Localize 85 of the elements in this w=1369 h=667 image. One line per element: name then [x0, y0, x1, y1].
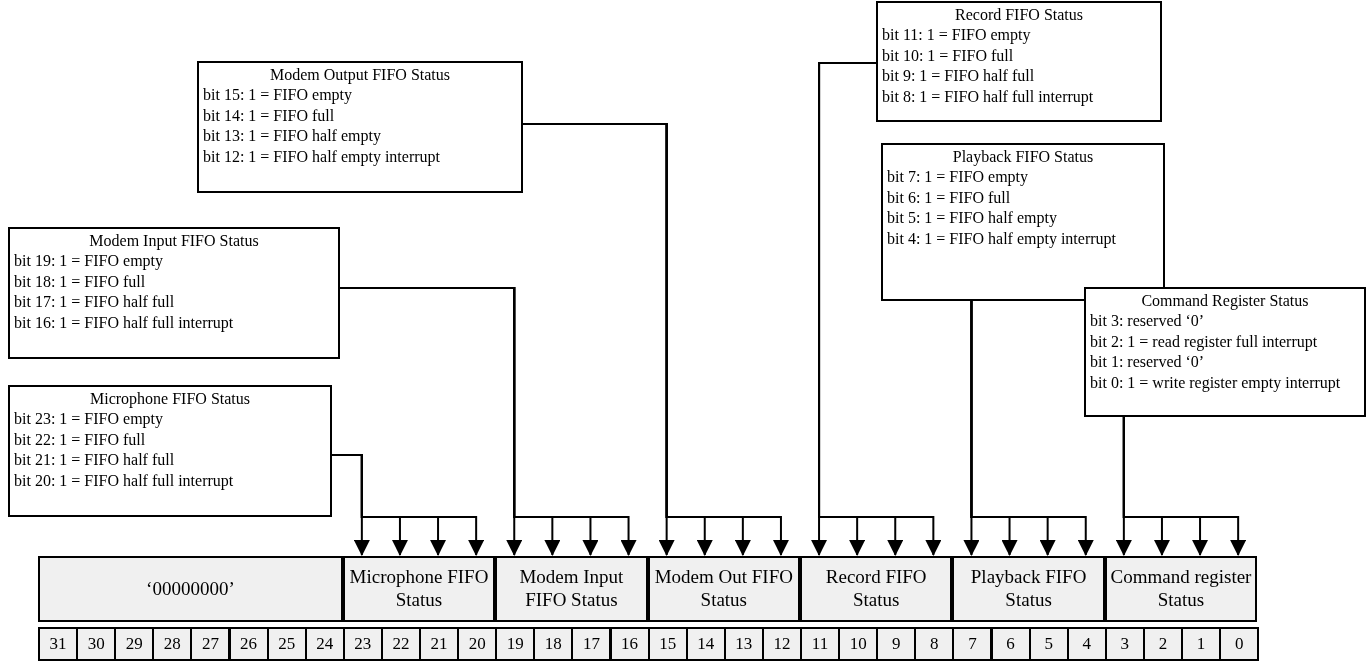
bit-description: bit 6: 1 = FIFO full: [887, 187, 1012, 208]
bit-description: bit 3: reserved ‘0’: [1090, 311, 1206, 332]
register-field-box: [342, 556, 496, 622]
bit-number-cell: 4: [1066, 627, 1107, 661]
arrow: [331, 454, 485, 556]
bit-description: bit 14: 1 = FIFO full: [203, 105, 336, 126]
field-label: ‘00000000’: [146, 577, 235, 601]
bit-description: bit 23: 1 = FIFO empty: [14, 409, 165, 430]
bit-number-cell: 7: [952, 627, 993, 661]
bit-description: bit 13: 1 = FIFO half empty: [203, 126, 382, 147]
bit-number-cell: 16: [609, 627, 650, 661]
bit-number-cell: 22: [380, 627, 421, 661]
status-description-box: [1084, 287, 1366, 417]
status-description-box: [197, 61, 523, 193]
bit-description: bit 18: 1 = FIFO full: [14, 271, 147, 292]
status-description-box: [8, 227, 340, 359]
bit-number-cell: 3: [1104, 627, 1145, 661]
bit-number-cell: 24: [304, 627, 345, 661]
bit-description: bit 9: 1 = FIFO half full: [882, 66, 1036, 87]
bit-number-cell: 25: [266, 627, 307, 661]
bit-number-cell: 18: [533, 627, 574, 661]
bit-number-cell: 31: [38, 627, 79, 661]
register-field-box: [647, 556, 800, 622]
bit-number-cell: 1: [1181, 627, 1222, 661]
bit-description: bit 10: 1 = FIFO full: [882, 45, 1015, 66]
bit-description: bit 5: 1 = FIFO half empty: [887, 208, 1058, 229]
register-field-box: [495, 556, 648, 622]
bit-description: bit 15: 1 = FIFO empty: [203, 85, 354, 106]
bit-number-cell: 19: [495, 627, 536, 661]
bit-number-cell: 27: [190, 627, 231, 661]
box-heading: Playback FIFO Status: [951, 147, 1095, 168]
bit-number-cell: 5: [1028, 627, 1069, 661]
bit-description: bit 19: 1 = FIFO empty: [14, 251, 165, 272]
bit-description: bit 11: 1 = FIFO empty: [882, 25, 1032, 46]
bit-number-cell: 13: [723, 627, 764, 661]
arrow: [818, 62, 942, 556]
box-heading: Record FIFO Status: [954, 5, 1084, 25]
field-label: Microphone FIFO Status: [348, 566, 490, 612]
arrow: [970, 300, 1094, 556]
bit-number-cell: 14: [685, 627, 726, 661]
bit-description: bit 20: 1 = FIFO half full interrupt: [14, 470, 235, 492]
status-description-box: [8, 385, 332, 517]
bit-number-cell: 29: [114, 627, 155, 661]
bit-number-cell: 8: [914, 627, 955, 661]
bit-number-cell: 11: [800, 627, 841, 661]
register-field-box: [800, 556, 953, 622]
bit-description: bit 16: 1 = FIFO half full interrupt: [14, 312, 235, 334]
bit-number-cell: 2: [1142, 627, 1183, 661]
bit-number-cell: 21: [419, 627, 460, 661]
bit-number-cell: 26: [228, 627, 269, 661]
bit-description: bit 12: 1 = FIFO half empty interrupt: [203, 146, 441, 168]
bit-description: bit 2: 1 = read register full interrupt: [1090, 331, 1319, 353]
bit-number-cell: 12: [761, 627, 802, 661]
status-description-box: [876, 1, 1162, 122]
box-heading: Microphone FIFO Status: [89, 389, 251, 410]
bit-number-cell: 23: [342, 627, 383, 661]
bit-number-cell: 10: [838, 627, 879, 661]
bit-number-cell: 20: [457, 627, 498, 661]
bit-description: bit 1: reserved ‘0’: [1090, 352, 1206, 373]
bit-description: bit 8: 1 = FIFO half full interrupt: [882, 86, 1095, 108]
register-field-box: [952, 556, 1105, 622]
arrow: [1122, 416, 1247, 556]
register-field-box: [1104, 556, 1258, 622]
register-field-box: [38, 556, 343, 622]
bit-number-cell: 17: [571, 627, 612, 661]
bit-number-cell: 6: [990, 627, 1031, 661]
bit-number-cell: 9: [876, 627, 917, 661]
bit-description: bit 21: 1 = FIFO half full: [14, 450, 176, 471]
bit-number-cell: 28: [152, 627, 193, 661]
field-label: Playback FIFO Status: [969, 566, 1088, 612]
bit-description: bit 7: 1 = FIFO empty: [887, 167, 1030, 188]
bit-description: bit 4: 1 = FIFO half empty interrupt: [887, 228, 1117, 250]
bit-description: bit 0: 1 = write register empty interrupt: [1090, 372, 1342, 394]
box-heading: Command Register Status: [1140, 291, 1310, 312]
box-heading: Modem Input FIFO Status: [88, 231, 260, 252]
box-heading: Modem Output FIFO Status: [269, 65, 451, 86]
field-label: Record FIFO Status: [824, 566, 928, 612]
bit-number-cell: 15: [647, 627, 688, 661]
field-label: Modem Out FIFO Status: [653, 566, 794, 612]
field-label: Command register Status: [1109, 566, 1253, 612]
bit-description: bit 22: 1 = FIFO full: [14, 429, 147, 450]
bit-number-cell: 30: [76, 627, 117, 661]
bit-number-cell: 0: [1219, 627, 1260, 661]
field-label: Modem Input FIFO Status: [518, 566, 625, 612]
bit-description: bit 17: 1 = FIFO half full: [14, 292, 176, 313]
